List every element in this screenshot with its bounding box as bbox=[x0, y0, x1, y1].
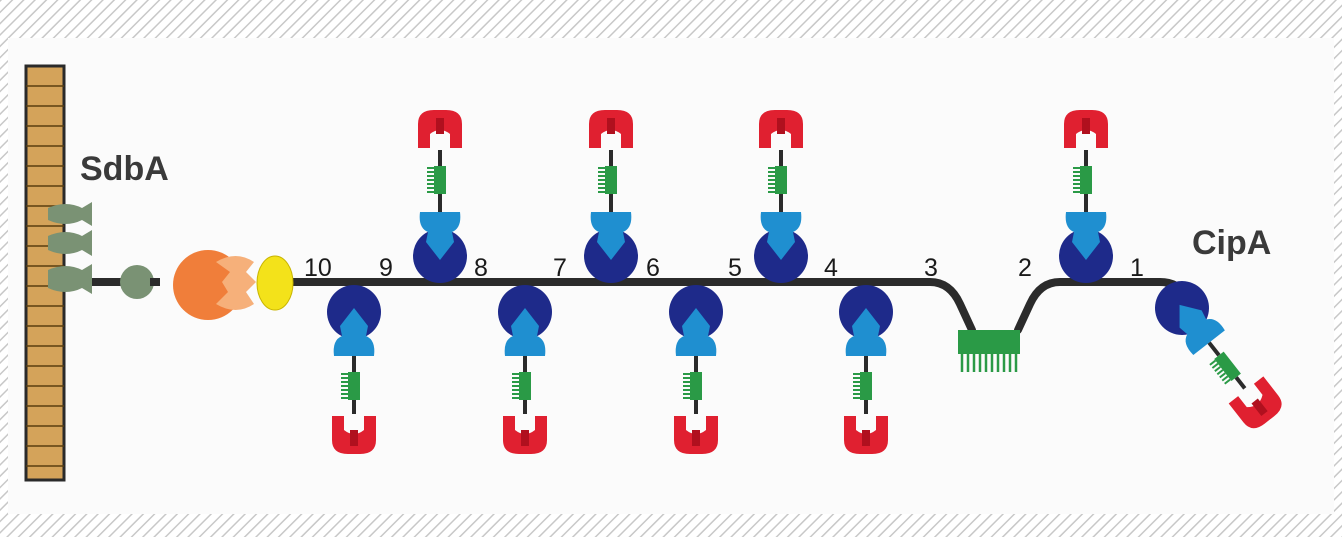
cohesin-number-10: 10 bbox=[304, 254, 332, 282]
cohesin-number-2: 2 bbox=[1018, 254, 1032, 282]
scaffoldin-cbm bbox=[958, 330, 1020, 372]
enzyme-lower-6 bbox=[669, 285, 723, 454]
enzyme-upper-7 bbox=[584, 110, 638, 283]
cohesin-number-4: 4 bbox=[824, 254, 838, 282]
enzyme-upper-9 bbox=[413, 110, 467, 283]
type2-cohesin-dockerin bbox=[173, 250, 294, 320]
enzyme-lower-10 bbox=[327, 285, 381, 454]
cohesin-number-7: 7 bbox=[553, 254, 567, 282]
enzyme-terminal-1 bbox=[1144, 270, 1287, 434]
enzyme-lower-4 bbox=[839, 285, 893, 454]
enzyme-upper-5 bbox=[754, 110, 808, 283]
cohesin-number-1: 1 bbox=[1130, 254, 1144, 282]
cipa-label: CipA bbox=[1192, 224, 1271, 262]
cohesin-number-3: 3 bbox=[924, 254, 938, 282]
sdba-anchor-domains bbox=[48, 202, 154, 299]
cohesin-number-8: 8 bbox=[474, 254, 488, 282]
cohesin-number-6: 6 bbox=[646, 254, 660, 282]
enzyme-upper-2 bbox=[1059, 110, 1113, 283]
sdba-label: SdbA bbox=[80, 150, 169, 188]
enzyme-lower-8 bbox=[498, 285, 552, 454]
cohesin-number-9: 9 bbox=[379, 254, 393, 282]
cohesin-number-5: 5 bbox=[728, 254, 742, 282]
